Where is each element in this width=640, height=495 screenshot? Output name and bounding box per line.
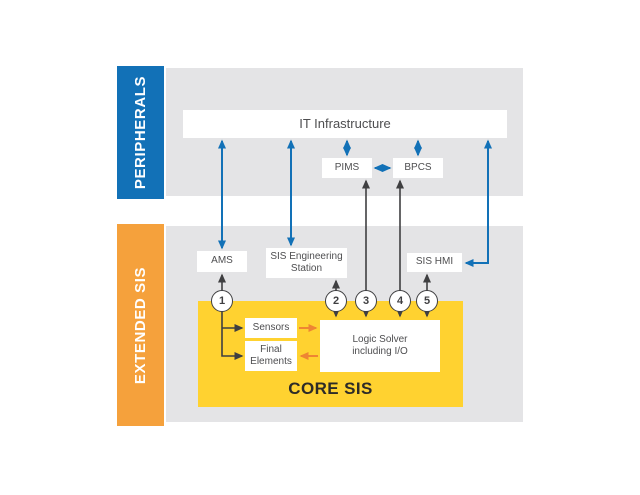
pims-node: PIMS [322,158,372,178]
sis-hmi-label: SIS HMI [415,256,454,268]
logic-solver-node: Logic Solver including I/O [320,320,440,372]
pims-label: PIMS [334,161,360,173]
interface-marker-4: 4 [389,290,411,312]
sensors-label: Sensors [252,321,290,333]
core-sis-title: CORE SIS [288,379,373,398]
ams-node: AMS [197,251,247,272]
it-infrastructure-node: IT Infrastructure [183,110,507,138]
sis-engineering-station-label: SIS Engineering Station [270,250,343,275]
sensors-node: Sensors [245,318,297,338]
ams-label: AMS [211,255,233,267]
logic-solver-label: Logic Solver including I/O [352,333,408,358]
bpcs-label: BPCS [404,161,432,173]
interface-marker-1: 1 [211,290,233,312]
interface-marker-5: 5 [416,290,438,312]
extended-sis-section-label: EXTENDED SIS [117,224,164,426]
bpcs-node: BPCS [393,158,443,178]
interface-marker-3: 3 [355,290,377,312]
final-elements-node: Final Elements [245,341,297,371]
final-elements-label: Final Elements [250,343,292,368]
extended-sis-section-label-text: EXTENDED SIS [132,266,150,384]
sis-engineering-station-node: SIS Engineering Station [266,248,347,278]
it-infrastructure-label: IT Infrastructure [299,115,391,131]
sis-hmi-node: SIS HMI [407,253,462,272]
interface-marker-2: 2 [325,290,347,312]
peripherals-section-label: PERIPHERALS [117,66,164,199]
peripherals-section-label-text: PERIPHERALS [132,75,150,190]
